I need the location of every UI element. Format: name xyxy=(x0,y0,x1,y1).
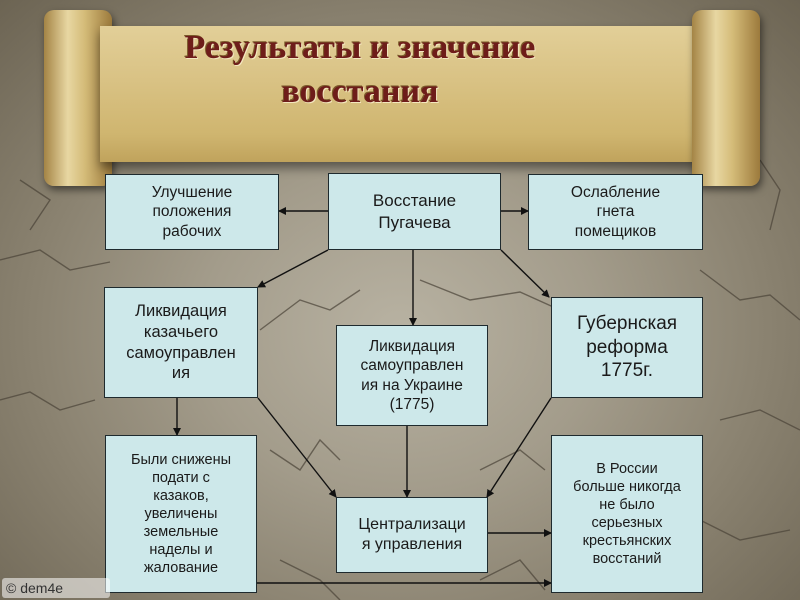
scroll-parchment xyxy=(100,26,700,162)
box-centralization: Централизаци я управления xyxy=(336,497,488,573)
page-title: Результаты и значение восстания xyxy=(184,29,536,110)
scroll-roll-right xyxy=(692,10,760,186)
box-landlords-weakening: Ослабление гнета помещиков xyxy=(528,174,703,250)
title-scroll xyxy=(44,10,760,186)
box-tax-reduction: Были снижены подати с казаков, увеличены… xyxy=(105,435,257,593)
box-ukraine-abolition: Ликвидация самоуправлен ия на Украине (1… xyxy=(336,325,488,426)
box-no-more-revolts: В России больше никогда не было серьезны… xyxy=(551,435,703,593)
box-provincial-reform: Губернская реформа 1775г. xyxy=(551,297,703,398)
watermark: © dem4e xyxy=(2,578,110,598)
box-workers-improvement: Улучшение положения рабочих xyxy=(105,174,279,250)
box-cossack-abolition: Ликвидация казачьего самоуправлен ия xyxy=(104,287,258,398)
box-pugachev-uprising: Восстание Пугачева xyxy=(328,173,501,250)
